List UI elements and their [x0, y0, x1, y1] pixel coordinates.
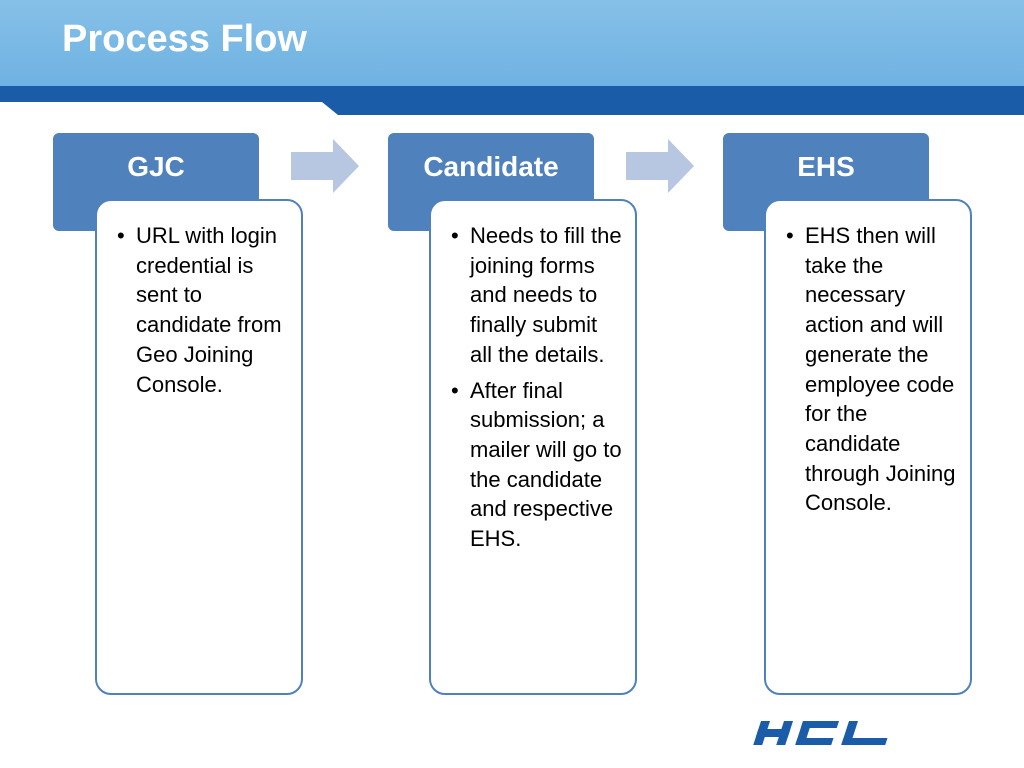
- hcl-logo: [753, 721, 888, 745]
- title-banner: Process Flow: [0, 0, 1024, 86]
- bullet-list-candidate: Needs to fill the joining forms and need…: [451, 221, 625, 554]
- bullet-item: Needs to fill the joining forms and need…: [451, 221, 625, 370]
- bullet-list-gjc: URL with login credential is sent to can…: [117, 221, 291, 399]
- step-title-gjc: GJC: [127, 151, 185, 182]
- step-body-ehs: EHS then will take the necessary action …: [764, 199, 972, 695]
- bullet-item: After final submission; a mailer will go…: [451, 376, 625, 554]
- title-underline-stripe: [0, 86, 1024, 116]
- flow-arrow-right-icon: [291, 139, 359, 193]
- bullet-item: EHS then will take the necessary action …: [786, 221, 960, 518]
- step-body-candidate: Needs to fill the joining forms and need…: [429, 199, 637, 695]
- step-title-ehs: EHS: [797, 151, 855, 182]
- flow-arrow-right-icon: [626, 139, 694, 193]
- slide-title: Process Flow: [62, 18, 307, 60]
- bullet-list-ehs: EHS then will take the necessary action …: [786, 221, 960, 518]
- step-body-gjc: URL with login credential is sent to can…: [95, 199, 303, 695]
- step-title-candidate: Candidate: [423, 151, 559, 182]
- bullet-item: URL with login credential is sent to can…: [117, 221, 291, 399]
